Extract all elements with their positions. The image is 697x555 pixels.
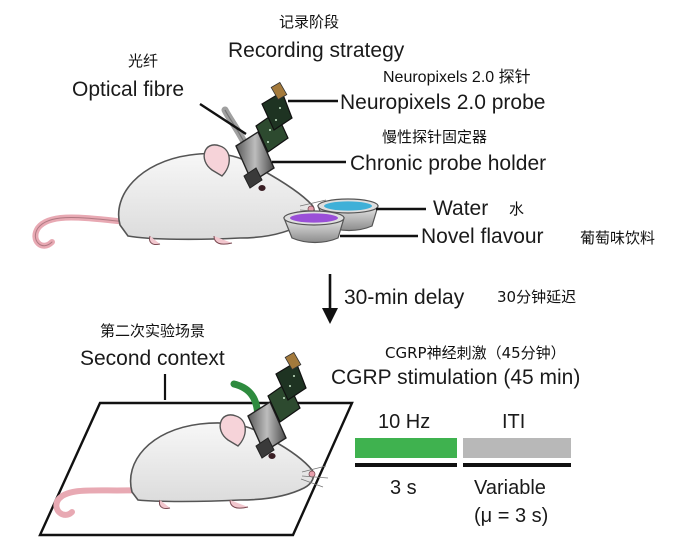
recording-title-zh: 记录阶段 (279, 13, 340, 31)
mouse-bottom-ear (219, 414, 246, 447)
mouse-bottom-tail (53, 487, 143, 518)
neuropixels-label-en: Neuropixels 2.0 probe (340, 91, 546, 114)
water-surface (324, 201, 372, 211)
holder-label-en: Chronic probe holder (350, 152, 547, 175)
water-label-en: Water (433, 197, 489, 220)
mouse-top-eye (258, 185, 266, 191)
mouse-top-tail (32, 214, 131, 249)
neuropixels-label-zh: Neuropixels 2.0 探针 (383, 69, 531, 86)
probe-holder-top (235, 130, 275, 184)
iti-label: ITI (502, 411, 526, 433)
flavour-surface (290, 213, 338, 223)
recording-title-en: Recording strategy (228, 39, 405, 62)
leader-lines-top (199, 99, 426, 238)
mouse-top-body (117, 152, 315, 241)
mouse-top-ear (203, 144, 230, 177)
holder-label-zh: 慢性探针固定器 (382, 128, 488, 146)
fibre-label-zh: 光纤 (128, 52, 159, 70)
iti-bar (463, 438, 571, 458)
context-label-zh: 第二次实验场景 (100, 322, 206, 340)
flavour-label-en: Novel flavour (421, 225, 544, 248)
stim-duration-label: 3 s (390, 477, 417, 499)
iti-duration-label: Variable (474, 477, 546, 499)
cgrp-label-en: CGRP stimulation (45 min) (331, 366, 581, 389)
fibre-label-en: Optical fibre (72, 78, 185, 101)
stim-bar (355, 438, 457, 458)
bowl-flavour (283, 210, 345, 244)
cgrp-label-zh: CGRP神经刺激（45分钟） (385, 344, 566, 362)
context-label-en: Second context (80, 347, 225, 370)
flavour-label-zh: 葡萄味饮料 (580, 229, 656, 247)
mouse-top (32, 144, 329, 249)
stim-timeline (355, 438, 571, 467)
delay-label-en: 30-min delay (344, 286, 465, 309)
stim-frequency-label: 10 Hz (378, 411, 431, 433)
delay-label-zh: 30分钟延迟 (497, 288, 577, 306)
water-label-zh: 水 (509, 200, 525, 218)
iti-mean-label: (μ = 3 s) (474, 505, 549, 527)
implant-bottom (230, 351, 307, 459)
delay-arrow (322, 274, 338, 324)
probe-holder-bottom (247, 400, 287, 454)
